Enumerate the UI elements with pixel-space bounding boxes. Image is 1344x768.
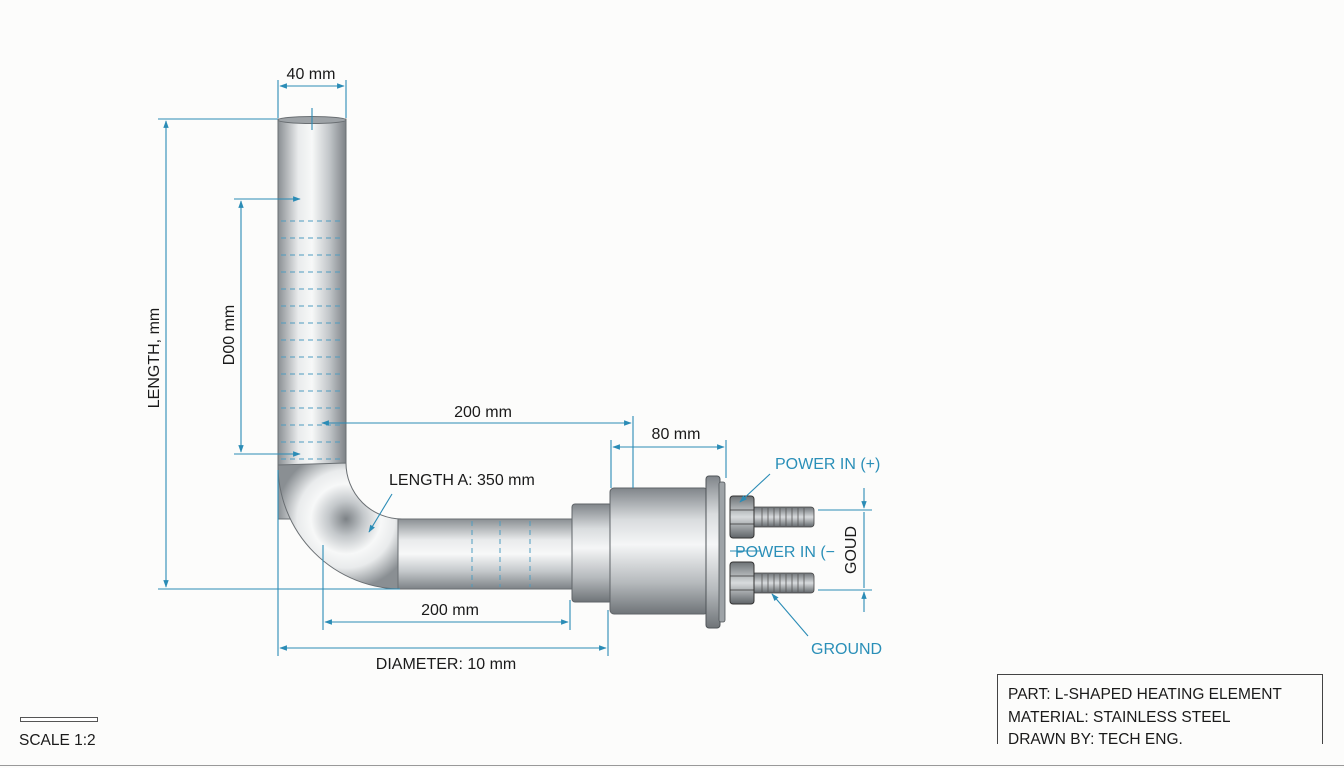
upper-terminal-nut bbox=[729, 495, 755, 539]
goud-label: GOUD bbox=[843, 526, 860, 574]
internal-coil-hidden-lines bbox=[281, 220, 531, 587]
upper-terminal-stud bbox=[751, 506, 815, 528]
width-dimension-label: 40 mm bbox=[287, 66, 336, 83]
horizontal-tube bbox=[397, 518, 577, 590]
dimension-lines bbox=[158, 80, 872, 656]
material: MATERIAL: STAINLESS STEEL bbox=[1008, 708, 1231, 726]
vertical-tube bbox=[277, 118, 347, 520]
diameter-label: DIAMETER: 10 mm bbox=[376, 656, 516, 673]
scale-bar bbox=[20, 717, 98, 722]
tube-bend bbox=[277, 462, 403, 590]
lower-200mm-label: 200 mm bbox=[421, 602, 479, 619]
lower-terminal-nut bbox=[729, 561, 755, 605]
d00-dimension-label: D00 mm bbox=[221, 305, 238, 365]
drawing-frame-border bbox=[0, 765, 1344, 766]
lower-terminal-stud bbox=[751, 572, 815, 594]
upper-200mm-label: 200 mm bbox=[454, 404, 512, 421]
power-in-plus-callout: POWER IN (+) bbox=[775, 456, 880, 473]
housing-collar bbox=[571, 503, 613, 603]
housing-body bbox=[609, 487, 709, 615]
ground-callout: GROUND bbox=[811, 641, 882, 658]
length-dimension-label: LENGTH, mm bbox=[146, 308, 163, 408]
power-in-minus-callout: POWER IN (− bbox=[735, 544, 835, 561]
flange-80mm-label: 80 mm bbox=[652, 426, 701, 443]
terminal-housing bbox=[571, 475, 815, 629]
title-block: PART: L-SHAPED HEATING ELEMENT MATERIAL:… bbox=[997, 674, 1323, 748]
scale-label: SCALE 1:2 bbox=[19, 732, 96, 749]
part-name: PART: L-SHAPED HEATING ELEMENT bbox=[1008, 686, 1282, 703]
mounting-flange bbox=[705, 475, 721, 629]
drawn-by: DRAWN BY: TECH ENG. bbox=[1008, 731, 1183, 748]
heating-tube bbox=[277, 116, 577, 590]
length-a-label: LENGTH A: 350 mm bbox=[389, 472, 535, 489]
